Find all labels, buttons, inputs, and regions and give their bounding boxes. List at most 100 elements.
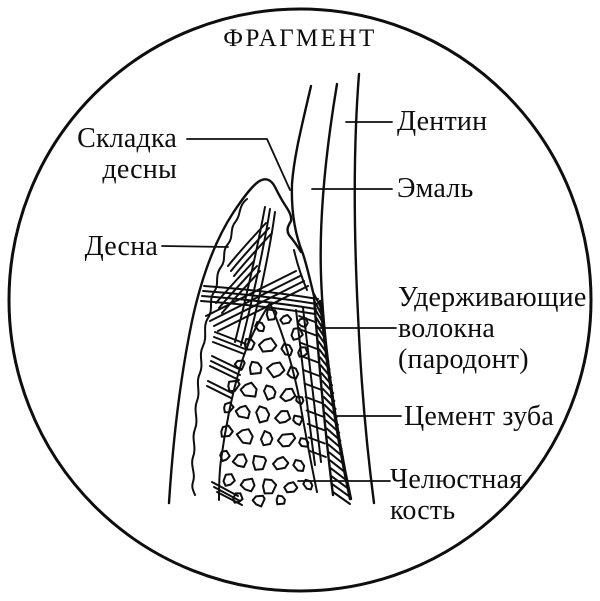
bone-pebble xyxy=(283,481,299,494)
cement-hatch-line xyxy=(325,427,342,442)
periodontal-fiber-rung xyxy=(300,342,319,350)
cement-hatch-line xyxy=(322,388,336,402)
bone-pebble xyxy=(275,494,286,506)
bone-pebble xyxy=(248,360,263,375)
periodontal-fiber-rung xyxy=(298,315,317,323)
jawbone-pebbles xyxy=(219,308,314,508)
periodontal-fiber-rungs xyxy=(298,315,327,458)
bone-pebble xyxy=(252,454,267,471)
bone-pebble xyxy=(292,459,306,472)
leader-lines xyxy=(161,121,402,482)
periodontal-fiber-rung xyxy=(299,328,318,337)
bone-pebble xyxy=(243,338,256,351)
bone-pebble xyxy=(265,308,278,321)
bone-pebble xyxy=(286,365,300,380)
cement-hatch-line xyxy=(313,293,321,307)
cement-band-right-edge xyxy=(318,299,352,501)
enamel-surface-line xyxy=(290,84,316,298)
bone-pebble xyxy=(298,437,310,448)
periodontal-fiber-rung xyxy=(303,382,322,391)
periodontal-fiber-rung xyxy=(305,409,324,418)
label-dentin: Дентин xyxy=(397,106,488,137)
bone-pebble xyxy=(234,404,251,420)
bone-pebble xyxy=(257,337,278,353)
cement-hatch-line xyxy=(325,419,341,434)
bone-pebble xyxy=(223,401,235,414)
gum-fiber-bundles xyxy=(200,206,319,506)
cement-hatch-line xyxy=(329,459,347,474)
periodontal-fibers xyxy=(295,307,327,466)
bone-pebble xyxy=(227,379,241,393)
cement-hatch-line xyxy=(327,443,344,458)
bone-pebble xyxy=(222,473,236,487)
label-enamel: Эмаль xyxy=(397,173,474,204)
bone-pebble xyxy=(274,410,292,424)
cement-hatch-line xyxy=(323,403,338,418)
dentin-line xyxy=(353,72,376,505)
bone-pebble xyxy=(220,424,234,438)
cement-hatch-line xyxy=(328,451,345,466)
periodontal-fiber-rung xyxy=(301,355,320,364)
cement-hatch-line xyxy=(316,332,327,347)
bone-pebble xyxy=(297,346,309,358)
cement-hatch-line xyxy=(326,435,343,450)
periodontal-fiber-rung xyxy=(306,423,325,431)
periodontal-fiber-rung xyxy=(304,396,323,404)
bone-pebble xyxy=(279,314,293,325)
label-gum: Десна xyxy=(84,231,158,262)
cement-hatch-lines xyxy=(313,293,351,505)
jawbone-left-boundary xyxy=(218,302,271,501)
bone-pebble xyxy=(262,478,278,495)
cement-hatch-line xyxy=(321,380,335,395)
periodontal-fiber-rung xyxy=(307,436,326,445)
diagram-title: ФРАГМЕНТ xyxy=(223,25,377,52)
bone-pebble xyxy=(233,359,246,371)
cement-hatched-band xyxy=(312,293,352,505)
bone-pebble xyxy=(239,381,258,398)
cement-hatch-line xyxy=(314,308,324,323)
bone-pebble xyxy=(292,414,304,426)
leader-gum xyxy=(161,245,229,248)
bone-pebble xyxy=(231,453,248,468)
periodontal-fiber-rung xyxy=(308,450,327,458)
periodontal-fiber-rung xyxy=(302,369,321,377)
cement-hatch-line xyxy=(329,467,348,482)
label-tooth-cement: Цемент зуба xyxy=(404,401,554,432)
bone-pebble xyxy=(295,395,305,405)
bone-pebble xyxy=(219,449,231,462)
bone-pebble xyxy=(239,477,256,493)
bone-pebble xyxy=(263,384,277,401)
cement-hatch-line xyxy=(320,372,333,387)
label-retaining-fibers: Удерживающие волокна (пародонт) xyxy=(398,282,587,375)
bone-pebble xyxy=(254,321,266,333)
gum-outer-edge xyxy=(167,178,303,505)
bone-pebble xyxy=(280,342,294,357)
cement-hatch-line xyxy=(313,300,323,315)
bone-pebble xyxy=(251,494,266,508)
bone-pebble xyxy=(279,387,297,403)
label-jaw-bone: Челюстная кость xyxy=(390,464,523,526)
bone-pebble xyxy=(260,430,274,447)
cement-hatch-line xyxy=(332,491,351,505)
leader-gum-fold xyxy=(186,138,291,191)
cement-hatch-line xyxy=(330,475,349,490)
bone-pebble xyxy=(232,492,244,504)
cement-hatch-line xyxy=(319,356,331,371)
bone-pebble xyxy=(272,456,290,471)
cement-hatch-line xyxy=(331,483,350,498)
bone-pebble xyxy=(276,432,297,448)
cement-hatch-line xyxy=(317,340,329,355)
gum-inner-wavy-line xyxy=(191,198,248,496)
cement-hatch-line xyxy=(319,364,332,379)
bone-pebble xyxy=(266,361,286,379)
periodontal-fiber-rail xyxy=(295,309,316,466)
circle-frame xyxy=(7,7,593,593)
bone-pebble xyxy=(235,428,254,445)
cement-hatch-line xyxy=(324,411,339,426)
cement-hatch-line xyxy=(322,396,337,410)
label-gum-fold: Складка десны xyxy=(77,123,177,185)
cement-hatch-line xyxy=(318,348,330,363)
bone-pebble xyxy=(255,405,271,424)
